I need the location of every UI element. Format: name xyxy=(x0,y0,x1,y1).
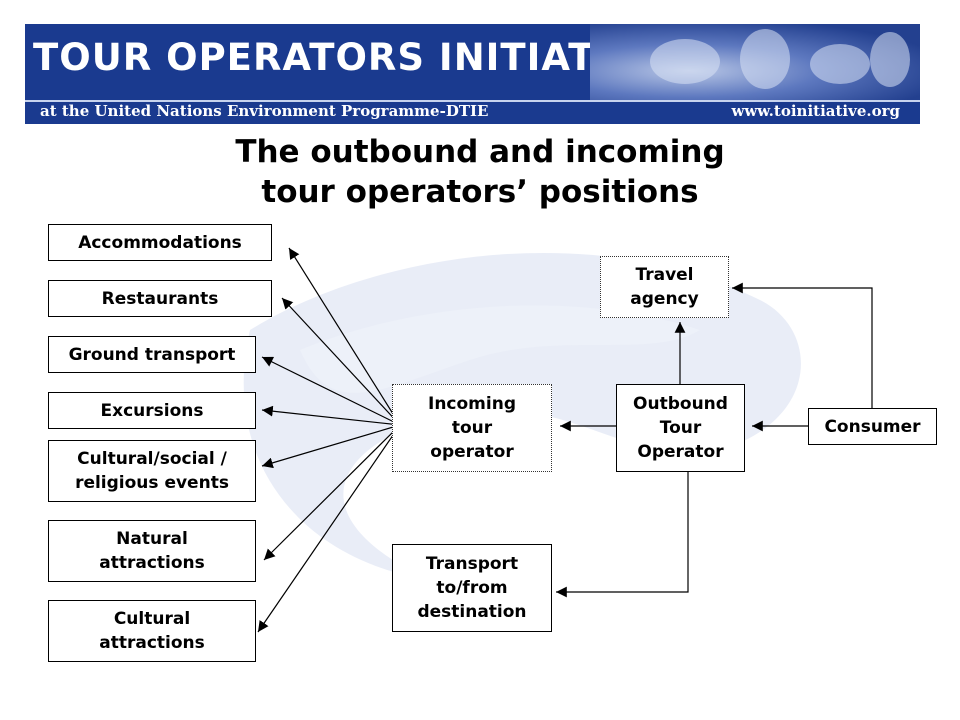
accommodations-box: Accommodations xyxy=(48,224,272,261)
banner-divider xyxy=(25,100,920,102)
arrow-to-cultural-social xyxy=(261,424,401,469)
outbound-tour-operator-box: Outbound Tour Operator xyxy=(616,384,745,472)
cultural-social-religious-box: Cultural/social / religious events xyxy=(48,440,256,502)
cultural-attractions-box: Cultural attractions xyxy=(48,600,256,662)
arrow-to-ground-transport xyxy=(261,356,401,426)
banner-website-link[interactable]: www.toinitiative.org xyxy=(731,102,900,120)
excursions-box: Excursions xyxy=(48,392,256,429)
banner-photo xyxy=(590,24,920,102)
restaurants-box: Restaurants xyxy=(48,280,272,317)
header-banner: TOUR OPERATORS INITIATIVE at the United … xyxy=(25,24,920,124)
arrow-to-excursions xyxy=(261,405,401,426)
slide-title: The outbound and incoming tour operators… xyxy=(100,132,860,212)
arrow-to-accommodations xyxy=(288,247,401,426)
slide-title-line-1: The outbound and incoming xyxy=(235,134,725,170)
transport-to-from-destination-box: Transport to/from destination xyxy=(392,544,552,632)
arrow-outbound-to-transport xyxy=(556,472,689,598)
arrow-to-restaurants xyxy=(281,297,401,426)
banner-title: TOUR OPERATORS INITIATIVE xyxy=(33,36,666,79)
slide-title-line-2: tour operators’ positions xyxy=(261,174,699,210)
arrow-to-natural-attractions xyxy=(263,424,401,561)
arrow-to-cultural-attractions xyxy=(257,424,401,633)
arrow-consumer-to-travel-agency xyxy=(732,282,873,408)
travel-agency-box: Travel agency xyxy=(600,256,729,318)
banner-organization: at the United Nations Environment Progra… xyxy=(40,102,489,120)
incoming-tour-operator-box: Incoming tour operator xyxy=(392,384,552,472)
natural-attractions-box: Natural attractions xyxy=(48,520,256,582)
consumer-box: Consumer xyxy=(808,408,937,445)
ground-transport-box: Ground transport xyxy=(48,336,256,373)
